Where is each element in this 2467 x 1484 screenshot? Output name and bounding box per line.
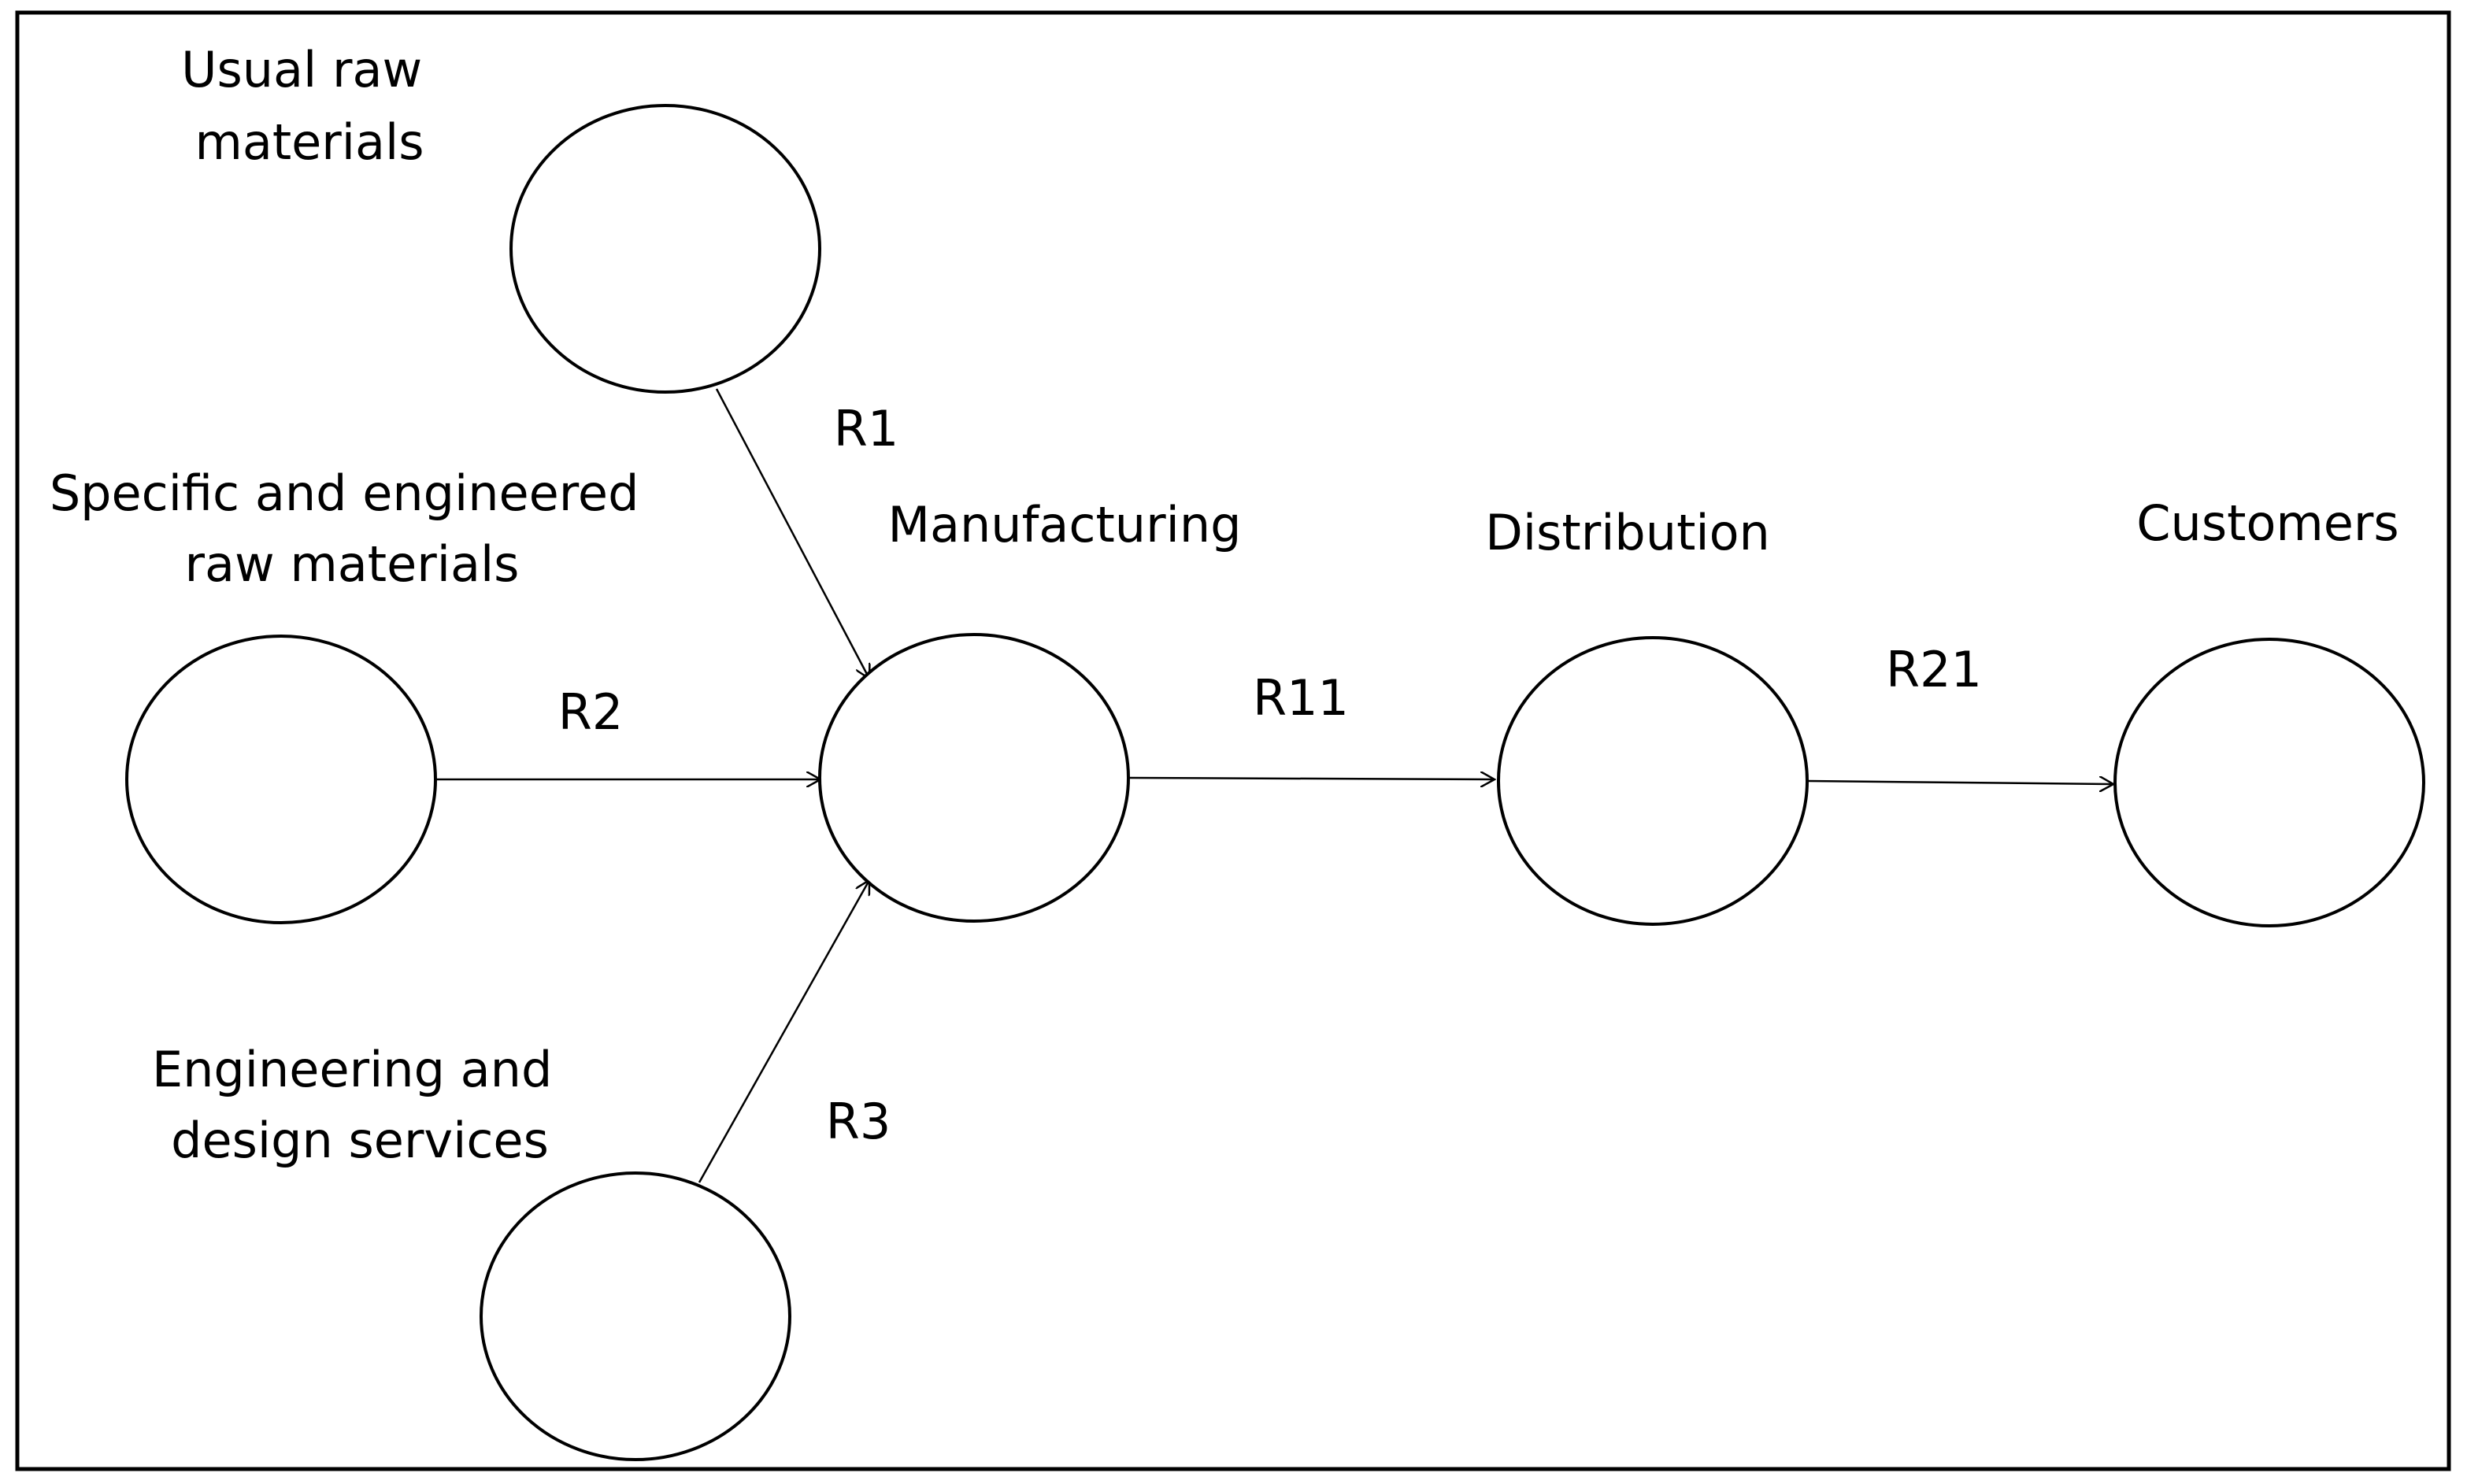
edge-label-r11: R11: [1253, 669, 1349, 727]
label-line: Customers: [2136, 494, 2398, 552]
node-engineering-services: [480, 1171, 791, 1461]
node-manufacturing: [818, 633, 1130, 923]
edge-label-r2: R2: [558, 683, 624, 741]
edge-r3-engineering-to-manufacturing: [698, 880, 869, 1183]
node-customers: [2113, 638, 2425, 927]
node-distribution: [1497, 636, 1809, 926]
edge-r1-usual-to-manufacturing: [715, 388, 869, 679]
label-manufacturing: Manufacturing: [888, 496, 1242, 553]
edge-r11-manufacturing-to-distribution: [1128, 778, 1495, 779]
diagram-frame: [15, 10, 2451, 1471]
label-distribution: Distribution: [1485, 504, 1770, 561]
node-usual-raw-materials: [509, 104, 821, 394]
label-usual-raw-materials: Usual raw materials: [181, 41, 438, 171]
edge-label-r3: R3: [826, 1093, 891, 1150]
edge-label-r1: R1: [834, 400, 899, 457]
label-specific-raw-materials: Specific and engineered raw materials: [50, 464, 654, 593]
label-line: Specific and engineered: [50, 464, 639, 522]
label-engineering-services: Engineering and design services: [152, 1041, 568, 1169]
edge-r21-distribution-to-customers: [1807, 781, 2113, 784]
label-line: Engineering and: [152, 1041, 552, 1098]
node-specific-raw-materials: [125, 635, 437, 924]
label-customers: Customers: [2136, 494, 2398, 552]
label-line: Distribution: [1485, 504, 1770, 561]
label-line: raw materials: [185, 535, 520, 593]
edge-label-r21: R21: [1886, 641, 1982, 698]
label-line: materials: [194, 113, 424, 171]
label-line: Usual raw: [181, 41, 422, 98]
label-line: design services: [171, 1112, 549, 1169]
label-line: Manufacturing: [888, 496, 1242, 553]
